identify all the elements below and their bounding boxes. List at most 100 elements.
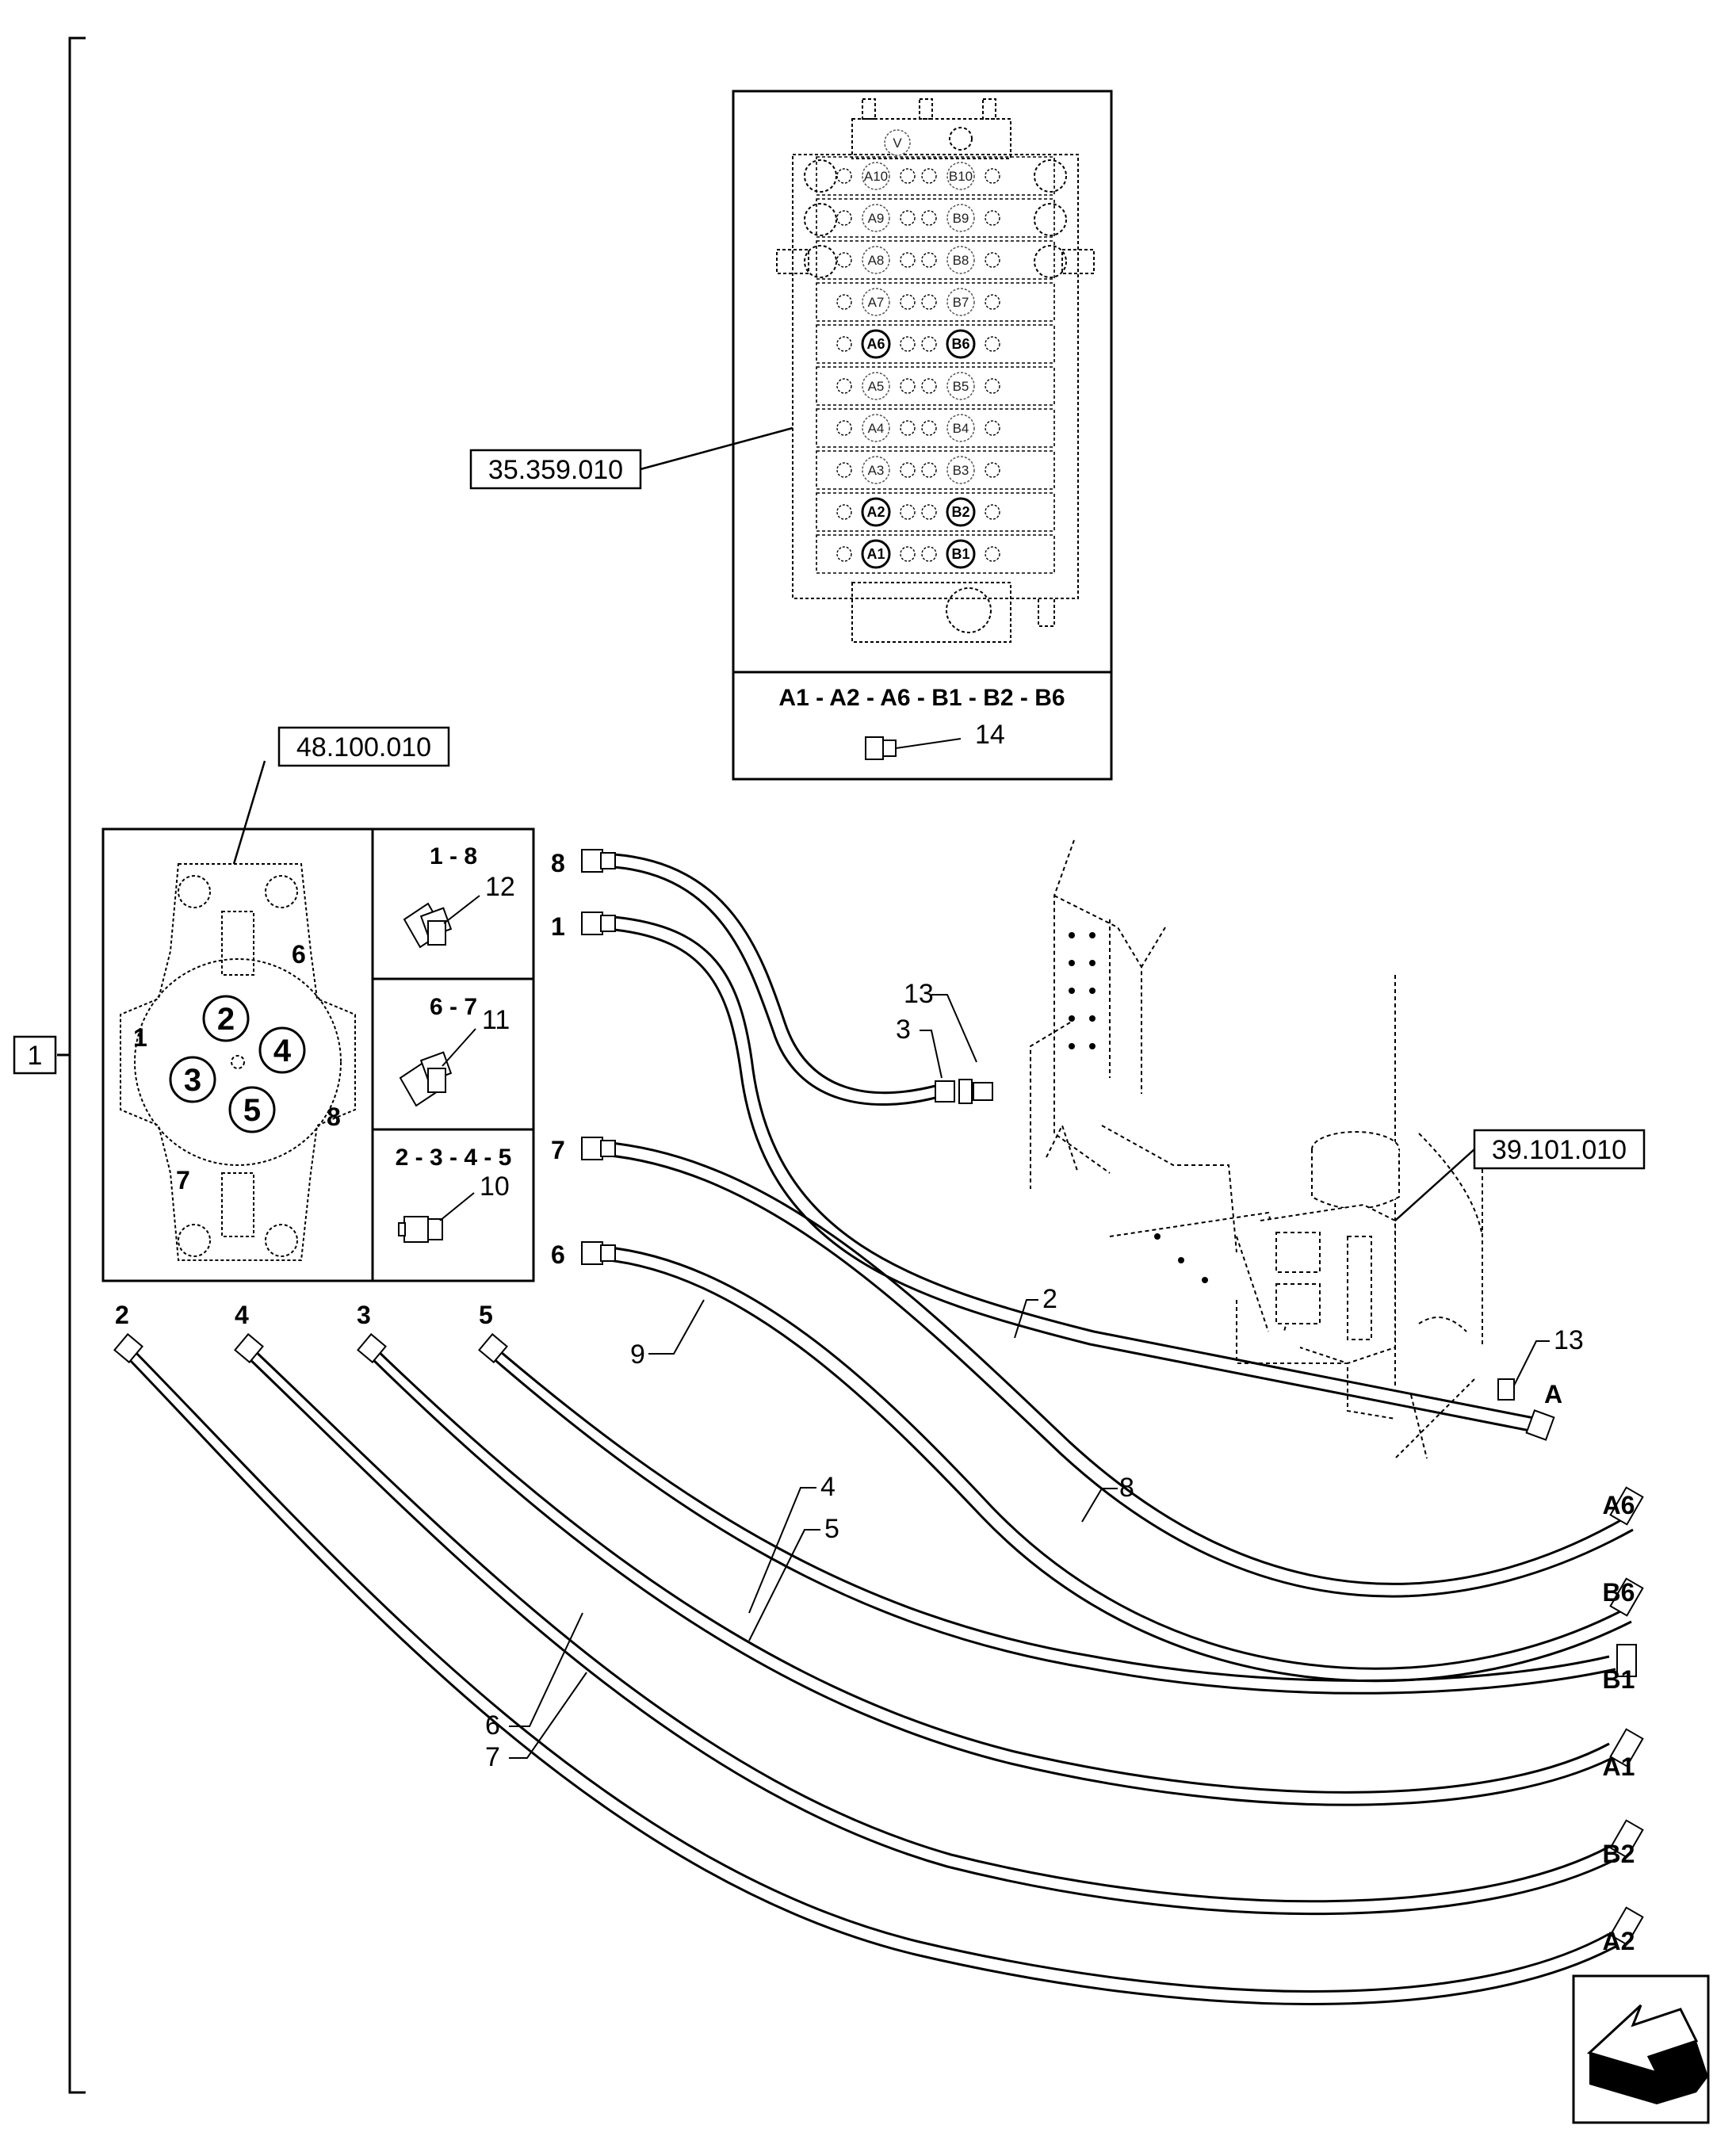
valve-port-label: A2 <box>866 504 885 520</box>
valve-port-label: A4 <box>868 421 885 436</box>
motor-reference: 39.101.010 <box>1492 1135 1627 1165</box>
callout-4: 4 <box>820 1472 835 1502</box>
outlet-label: A1 <box>1603 1752 1635 1781</box>
valve-bolt <box>985 504 1000 520</box>
valve-port-circle <box>862 204 890 232</box>
valve-port-circle <box>862 246 890 274</box>
valve-bolt <box>985 294 1000 310</box>
valve-bolt <box>921 294 937 310</box>
valve-bolt <box>900 252 916 268</box>
valve-bolt <box>836 294 852 310</box>
valve-port-label: B9 <box>953 211 969 226</box>
port-v-label: V <box>893 136 902 151</box>
group-bracket: 1 <box>13 36 86 2094</box>
travel-motor <box>1260 1131 1400 1365</box>
fitting-item-1: 12 <box>485 872 515 902</box>
valve-bolt <box>900 210 916 226</box>
valve-port-circle <box>946 288 975 316</box>
valve-section <box>816 156 1055 196</box>
side-number-7: 7 <box>176 1166 190 1194</box>
bracket-holes <box>1069 932 1208 1283</box>
valve-caption: A1 - A2 - A6 - B1 - B2 - B6 <box>778 685 1065 711</box>
valve-port-label: B1 <box>951 546 969 562</box>
valve-port-label: B6 <box>951 336 969 352</box>
plug-fitting-icon <box>865 736 897 760</box>
valve-port-label: B10 <box>949 169 973 184</box>
outlet-label: B1 <box>1603 1665 1635 1694</box>
valve-port-circle <box>861 539 891 569</box>
valve-port-circle <box>946 372 975 400</box>
valve-bolt <box>921 210 937 226</box>
valve-port-circle <box>861 329 891 359</box>
callout-7: 7 <box>485 1742 500 1772</box>
port-circle-3: 3 <box>184 1063 201 1098</box>
valve-section <box>816 492 1055 532</box>
valve-port-label: A7 <box>868 295 885 310</box>
valve-bolt <box>836 168 852 184</box>
valve-port-label: A9 <box>868 211 885 226</box>
valve-port-circle <box>946 414 975 442</box>
valve-bolt <box>900 420 916 436</box>
outlet-label: A6 <box>1603 1491 1635 1519</box>
fitting-header-1: 1 - 8 <box>430 843 477 869</box>
hose-end-fittings <box>113 849 1644 1946</box>
valve-bolt <box>836 420 852 436</box>
callout-13: 13 <box>1554 1325 1584 1355</box>
valve-bolt <box>985 462 1000 478</box>
valve-bolt <box>985 252 1000 268</box>
valve-section <box>816 198 1055 238</box>
valve-port-label: B8 <box>953 253 969 268</box>
valve-bolt <box>900 546 916 562</box>
hose-end-label: 1 <box>551 912 565 941</box>
fitting-item-2: 11 <box>482 1005 510 1035</box>
valve-reference: 35.359.010 <box>488 455 623 485</box>
valve-port-circle <box>946 162 975 190</box>
valve-port-circle <box>862 288 890 316</box>
valve-bolt <box>836 210 852 226</box>
valve-bolt <box>985 168 1000 184</box>
port-circle-4: 4 <box>273 1034 292 1068</box>
valve-bolt <box>921 168 937 184</box>
hose-end-label: 7 <box>551 1136 565 1164</box>
valve-port-label: A6 <box>866 336 885 352</box>
plug-item-number: 14 <box>975 720 1005 750</box>
hose-end-label: 8 <box>551 849 565 877</box>
valve-port-circle <box>862 414 890 442</box>
hoses <box>125 853 1634 2005</box>
outlet-labels: A6 B6 B1 A1 B2 A2 <box>1603 1491 1635 1955</box>
group-label: 1 <box>28 1041 43 1071</box>
valve-port-circle <box>946 539 976 569</box>
outlet-label: A2 <box>1603 1927 1635 1955</box>
valve-port-circle <box>862 456 890 484</box>
valve-port-circle <box>946 246 975 274</box>
valve-section <box>816 450 1055 490</box>
valve-port-circle <box>946 456 975 484</box>
fitting-header-3: 2 - 3 - 4 - 5 <box>396 1145 512 1171</box>
valve-section <box>816 324 1055 364</box>
valve-bolt <box>921 546 937 562</box>
hose-end-label: 4 <box>235 1301 249 1329</box>
valve-bolt <box>900 504 916 520</box>
valve-bolt <box>921 378 937 394</box>
hose-end-label: 2 <box>115 1301 129 1329</box>
valve-port-label: A1 <box>866 546 885 562</box>
outlet-label: B2 <box>1603 1840 1635 1868</box>
port-circle-2: 2 <box>217 1002 235 1037</box>
valve-bolt <box>985 336 1000 352</box>
valve-port-label: A8 <box>868 253 885 268</box>
valve-bolt <box>836 336 852 352</box>
arrow-icon[interactable] <box>1572 1974 1710 2124</box>
callout-3: 3 <box>896 1015 911 1045</box>
hose-end-label: 6 <box>551 1240 565 1269</box>
valve-port-label: B5 <box>953 379 969 394</box>
port-circles <box>169 995 306 1133</box>
valve-section <box>816 408 1055 448</box>
valve-port-label: B4 <box>953 421 969 436</box>
machine-frame <box>1030 839 1483 1459</box>
valve-port-circle <box>946 497 976 527</box>
valve-bolt <box>985 420 1000 436</box>
callout-13: 13 <box>904 979 934 1009</box>
item-callouts <box>509 994 1550 1759</box>
valve-port-label: A10 <box>864 169 888 184</box>
